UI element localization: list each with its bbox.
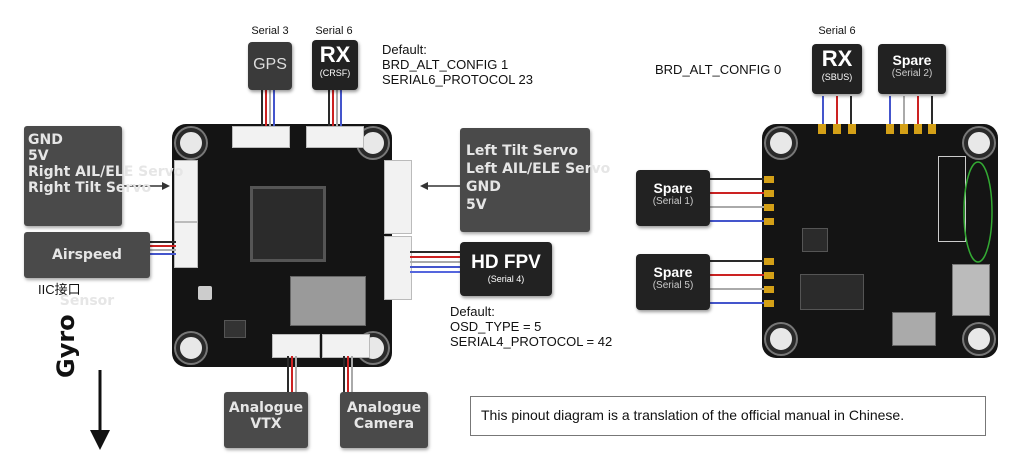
connector-top-right [306,126,364,148]
osd-default-note: Default: OSD_TYPE = 5 SERIAL4_PROTOCOL =… [450,304,612,349]
translation-note-text: This pinout diagram is a translation of … [481,407,905,423]
default-note-title: Default: [382,42,427,57]
pad-side-8 [764,300,774,307]
rx-label-right: RX [821,46,853,71]
pad-r21 [818,124,826,134]
mount-hole-tl [176,128,206,158]
rx-label-left: RX [319,42,351,67]
default-note-line1: BRD_ALT_CONFIG 1 [382,57,509,72]
r-barometer [892,312,936,346]
right-servo-line-1: Left Tilt Servo [466,143,579,159]
r-usb-port [952,264,990,316]
connector-right-upper [384,160,412,234]
hd-fpv-box: HD FPV (Serial 4) [460,242,552,296]
sd-card-slot [290,276,366,326]
sbus-label: (SBUS) [821,72,853,82]
left-servo-line-4: Right Tilt Servo [28,180,152,196]
mount-hole-r-bl [766,324,796,354]
button-component [198,286,212,300]
osd-note-title: Default: [450,304,495,319]
connector-bottom-left [272,334,320,358]
spare1-sub: (Serial 1) [652,196,694,207]
left-servo-line-2: 5V [28,148,49,164]
connector-left-lower [174,222,198,268]
left-flight-controller-board [172,124,392,367]
analogue-camera-box: Analogue Camera [340,392,428,448]
pad-side-5 [764,258,774,265]
pad-5v-b [914,124,922,134]
left-servo-box: GND 5V Right AIL/ELE Servo Right Tilt Se… [24,126,183,226]
right-servo-line-2: Left AIL/ELE Servo [466,161,611,177]
mount-hole-r-tl [766,128,796,158]
cam-line-2: Camera [353,416,415,432]
pad-side-7 [764,286,774,293]
translation-note-box: This pinout diagram is a translation of … [470,396,986,436]
spare1-label: Spare [653,180,693,196]
pad-r3 [900,124,908,134]
right-servo-line-3: GND [466,179,501,195]
spare-serial1-box: Spare (Serial 1) [636,170,710,226]
default-note-line2: SERIAL6_PROTOCOL 23 [382,72,534,87]
pad-5v-a [833,124,841,134]
airspeed-label: Airspeed Sensor [52,247,122,309]
pad-side-2 [764,190,774,197]
spare5-sub: (Serial 5) [652,280,694,291]
r-chip-small [802,228,828,252]
spare-top-label: Spare [892,52,932,68]
connector-left-upper [174,160,198,222]
mount-hole-r-br [964,324,994,354]
brd-alt-config-0: BRD_ALT_CONFIG 0 [655,62,782,77]
gps-module: GPS [248,42,292,90]
right-flight-controller-board [762,124,998,358]
mcu-chip [250,186,326,262]
osd-note-line1: OSD_TYPE = 5 [450,319,542,334]
mount-hole-r-tr [964,128,994,158]
pad-side-3 [764,204,774,211]
rx-sbus-module: RX (SBUS) [812,44,862,94]
pad-t3 [886,124,894,134]
airspeed-sensor-box: Airspeed Sensor [24,232,150,309]
default-note-top: Default: BRD_ALT_CONFIG 1 SERIAL6_PROTOC… [382,42,533,87]
vtx-line-1: Analogue [228,400,304,416]
pad-side-6 [764,272,774,279]
vtx-line-2: VTX [250,416,282,432]
cam-line-1: Analogue [346,400,422,416]
right-servo-line-4: 5V [466,197,487,213]
rx-crsf-module: RX (CRSF) [312,40,358,90]
iic-label: IIC接口 [38,282,81,297]
pad-side-4 [764,218,774,225]
small-chip [224,320,246,338]
serial6-label-left: Serial 6 [315,25,353,37]
osd-note-line2: SERIAL4_PROTOCOL = 42 [450,334,613,349]
r-label-area [938,156,966,242]
left-servo-line-1: GND [28,132,63,148]
r-chip-main [800,274,864,310]
spare5-label: Spare [653,264,693,280]
hd-fpv-sub: (Serial 4) [487,274,525,284]
connector-bottom-right [322,334,370,358]
pad-side-1 [764,176,774,183]
analogue-vtx-box: Analogue VTX [224,392,308,448]
spare-serial5-box: Spare (Serial 5) [636,254,710,310]
hd-fpv-label: HD FPV [471,252,541,273]
gps-label: GPS [253,56,287,73]
crsf-label: (CRSF) [319,68,351,78]
right-servo-box: Left Tilt Servo Left AIL/ELE Servo GND 5… [460,128,611,232]
mount-hole-bl [176,333,206,363]
pad-gnd-b [928,124,936,134]
spare-serial2-box: Spare (Serial 2) [878,44,946,94]
connector-top-left [232,126,290,148]
spare-top-sub: (Serial 2) [891,68,933,79]
serial6-label-right: Serial 6 [818,25,856,37]
pad-gnd-a [848,124,856,134]
serial3-label: Serial 3 [251,25,289,37]
